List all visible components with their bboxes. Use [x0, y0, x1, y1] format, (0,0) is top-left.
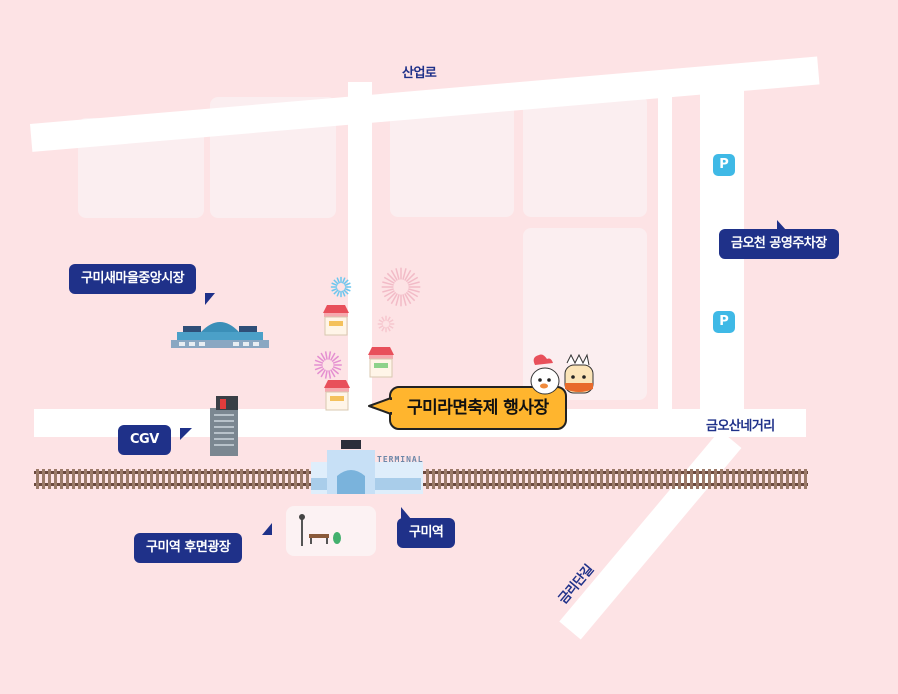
firework-icon: [381, 267, 421, 307]
city-block: [523, 95, 647, 217]
shrub-icon: [333, 532, 341, 544]
label-parking-lot-text: 금오천 공영주차장: [731, 236, 827, 251]
road-vertical-1: [348, 82, 372, 412]
cgv-building-icon: [210, 396, 238, 456]
firework-icon: [377, 315, 395, 333]
event-venue-label[interactable]: 구미라면축제 행사장: [389, 386, 567, 430]
road-diagonal: [559, 430, 742, 640]
label-cgv[interactable]: CGV: [118, 425, 192, 455]
food-stall-icon: [324, 380, 350, 411]
mascot-icon: [530, 353, 594, 395]
terminal-sign: TERMINAL: [377, 455, 424, 464]
firework-icon: [314, 351, 342, 379]
label-rear-plaza[interactable]: 구미역 후면광장: [134, 523, 272, 563]
parking-icon: P: [713, 311, 735, 333]
label-station[interactable]: 구미역: [397, 507, 456, 548]
label-cgv-text: CGV: [130, 432, 159, 447]
food-stall-icon: [323, 305, 349, 336]
market-building-icon: [171, 322, 269, 348]
station-building-icon: TERMINAL: [311, 440, 424, 494]
event-label-pointer: [368, 397, 393, 415]
streetlamp-icon: [299, 514, 305, 546]
label-parking-lot[interactable]: 금오천 공영주차장: [719, 220, 839, 259]
bench-icon: [309, 534, 329, 544]
food-stall-icon: [368, 347, 394, 378]
firework-icon: [330, 276, 352, 298]
road-name-top: 산업로: [402, 66, 437, 81]
label-market-text: 구미새마을중앙시장: [81, 271, 185, 286]
label-rear-plaza-text: 구미역 후면광장: [146, 540, 231, 555]
road-name-intersection: 금오산네거리: [706, 419, 775, 434]
event-venue-text: 구미라면축제 행사장: [407, 398, 549, 418]
road-vertical-2: [658, 78, 672, 412]
label-market[interactable]: 구미새마을중앙시장: [69, 264, 215, 305]
label-station-text: 구미역: [409, 525, 444, 540]
parking-icon: P: [713, 154, 735, 176]
